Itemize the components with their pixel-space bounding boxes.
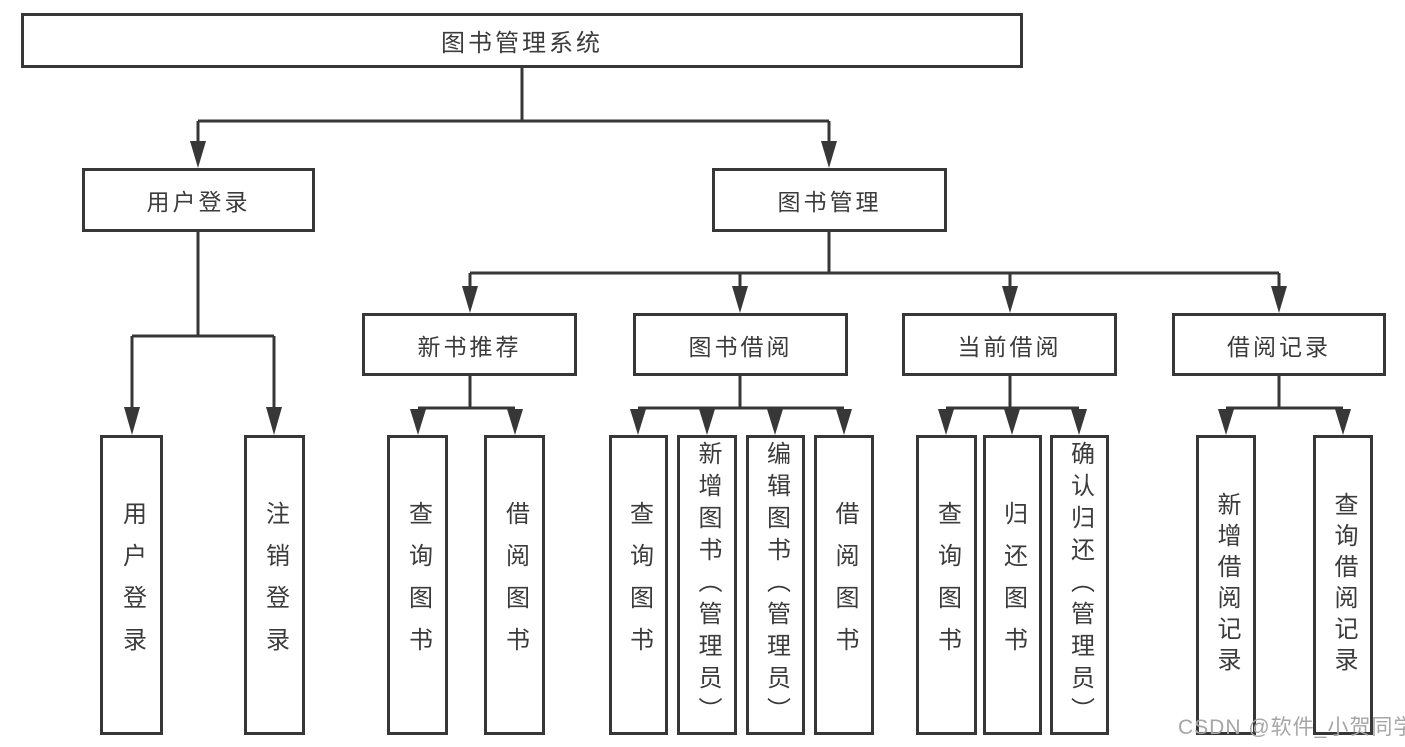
node-leaf-query-books-2: 查询图书 xyxy=(609,435,668,735)
node-leaf-borrow-books-2: 借阅图书 xyxy=(814,435,874,735)
node-label: 图书管理 xyxy=(777,189,882,215)
node-label: 借阅记录 xyxy=(1227,333,1331,360)
node-label: 新增借阅记录 xyxy=(1213,492,1240,678)
arrow-down-icon xyxy=(410,409,426,435)
arrow-down-icon xyxy=(1218,409,1234,435)
connector-new-book-recommend xyxy=(418,376,515,410)
node-label: 借阅图书 xyxy=(501,501,529,669)
node-label: 用户登录 xyxy=(146,189,251,215)
connector-current-borrowing xyxy=(946,376,1079,410)
arrow-down-icon xyxy=(462,286,478,313)
node-leaf-return-books: 归还图书 xyxy=(983,435,1042,735)
connector-borrowing-records xyxy=(1226,376,1343,410)
arrow-down-icon xyxy=(767,409,783,435)
arrow-down-icon xyxy=(1071,409,1087,435)
node-label: 图书管理系统 xyxy=(441,30,603,57)
arrow-down-icon xyxy=(938,409,954,435)
node-leaf-logout: 注销登录 xyxy=(244,435,305,735)
arrow-down-icon xyxy=(699,409,715,435)
arrow-down-icon xyxy=(821,141,837,168)
arrow-down-icon xyxy=(266,407,282,435)
node-book-borrowing: 图书借阅 xyxy=(633,313,848,376)
node-new-book-recommend: 新书推荐 xyxy=(362,313,577,376)
connector-lines xyxy=(130,68,1343,410)
node-library-management-system: 图书管理系统 xyxy=(21,13,1023,68)
node-label: 当前借阅 xyxy=(957,333,1062,360)
arrow-down-icon xyxy=(732,286,748,313)
node-label: 新书推荐 xyxy=(417,333,522,360)
node-label: 查询图书 xyxy=(625,501,653,669)
arrow-down-icon xyxy=(1004,409,1020,435)
node-leaf-add-books-admin: 新增图书（管理员） xyxy=(677,435,737,735)
node-label: 用户登录 xyxy=(118,501,146,669)
node-current-borrowing: 当前借阅 xyxy=(902,313,1117,376)
connector-book-borrowing xyxy=(638,376,844,410)
connector-book-management xyxy=(468,232,1281,288)
arrow-down-icon xyxy=(1002,286,1018,313)
arrow-down-icon xyxy=(190,141,206,168)
node-label: 查询图书 xyxy=(404,501,432,669)
watermark: CSDN @软件_小贺同学 xyxy=(1178,716,1405,739)
node-label: 编辑图书（管理员） xyxy=(762,441,790,729)
arrow-down-icon xyxy=(836,409,852,435)
node-book-management-module: 图书管理 xyxy=(712,168,947,232)
node-leaf-borrow-books-1: 借阅图书 xyxy=(484,435,545,735)
node-label: 查询图书 xyxy=(933,501,961,669)
arrow-down-icon xyxy=(507,409,523,435)
connector-root xyxy=(196,68,831,144)
node-leaf-query-books-3: 查询图书 xyxy=(916,435,977,735)
node-label: 查询借阅记录 xyxy=(1330,492,1357,678)
node-label: 新增图书（管理员） xyxy=(694,441,721,729)
node-label: 注销登录 xyxy=(261,501,289,669)
node-label: 借阅图书 xyxy=(831,501,858,669)
node-leaf-add-borrow-record: 新增借阅记录 xyxy=(1196,435,1256,735)
node-leaf-edit-books-admin: 编辑图书（管理员） xyxy=(746,435,805,735)
arrow-down-icon xyxy=(1335,409,1351,435)
node-leaf-user-login: 用户登录 xyxy=(100,435,163,735)
node-label: 确认归还（管理员） xyxy=(1066,441,1094,729)
node-label: 归还图书 xyxy=(999,501,1027,669)
arrow-down-icon xyxy=(124,407,140,435)
node-borrowing-records: 借阅记录 xyxy=(1172,313,1386,376)
node-label: 图书借阅 xyxy=(688,333,793,360)
arrow-down-icon xyxy=(630,409,646,435)
node-leaf-query-books-1: 查询图书 xyxy=(387,435,448,735)
node-leaf-confirm-return-admin: 确认归还（管理员） xyxy=(1050,435,1109,735)
connector-user-login xyxy=(130,232,276,410)
arrow-down-icon xyxy=(1271,286,1287,313)
arrowheads xyxy=(124,141,1351,435)
node-user-login-module: 用户登录 xyxy=(82,168,315,232)
node-leaf-query-borrow-record: 查询借阅记录 xyxy=(1313,435,1373,735)
